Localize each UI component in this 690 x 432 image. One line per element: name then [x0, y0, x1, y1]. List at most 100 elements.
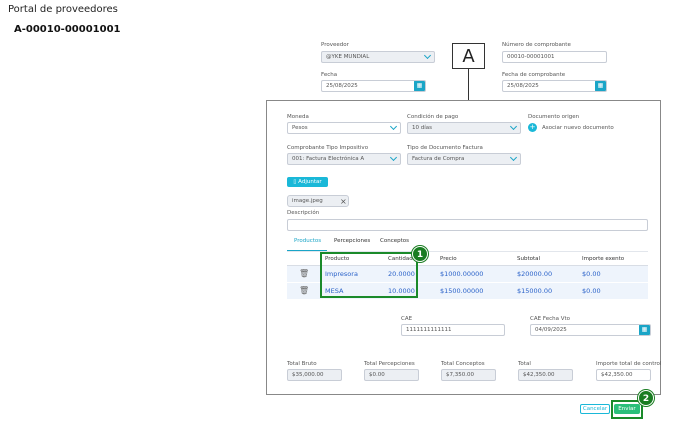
- row-importe-exento: $0.00: [582, 287, 601, 295]
- table-row: [287, 266, 648, 282]
- cae-value: 1111111111111: [406, 327, 452, 333]
- remove-attachment-icon[interactable]: ×: [340, 197, 347, 206]
- trash-icon[interactable]: 🗑: [299, 269, 310, 278]
- tab-productos[interactable]: Productos: [294, 238, 322, 244]
- tabs-divider: [287, 251, 648, 252]
- condicion-pago-select[interactable]: 10 días: [407, 122, 521, 134]
- cae-fecha-vto-label: CAE Fecha Vto: [530, 316, 570, 322]
- row-cantidad[interactable]: 10.0000: [388, 287, 415, 295]
- attach-file-icon: ▯: [293, 179, 297, 185]
- importe-control-label: Importe total de control: [596, 361, 662, 367]
- chevron-down-icon: [509, 123, 518, 131]
- total-conceptos-value: $7,350.00: [446, 372, 474, 378]
- total-conceptos-label: Total Conceptos: [441, 361, 485, 367]
- total-bruto-label: Total Bruto: [287, 361, 317, 367]
- proveedor-label: Proveedor: [321, 42, 349, 48]
- chevron-down-icon: [423, 52, 432, 60]
- calendar-icon[interactable]: ▦: [414, 81, 425, 91]
- step-badge-2: 2: [638, 390, 654, 406]
- header-divider: [287, 265, 648, 266]
- fecha-input[interactable]: 25/08/2025 ▦: [321, 80, 426, 92]
- tab-percepciones[interactable]: Percepciones: [334, 238, 371, 244]
- cae-input[interactable]: 1111111111111: [401, 324, 505, 336]
- numero-comprobante-value: 00010-00001001: [507, 54, 555, 60]
- total-percepciones-value: $0.00: [369, 372, 385, 378]
- column-header-producto: Producto: [325, 256, 350, 262]
- moneda-select[interactable]: Pesos: [287, 122, 401, 134]
- condicion-pago-value: 10 días: [412, 125, 433, 131]
- fecha-value: 25/08/2025: [326, 83, 358, 89]
- attachment-name: image.jpeg: [292, 198, 323, 204]
- portal-title: Portal de proveedores: [8, 4, 118, 15]
- comprobante-tipo-label: Comprobante Tipo Impositivo: [287, 145, 369, 151]
- fecha-comprobante-input[interactable]: 25/08/2025 ▦: [502, 80, 607, 92]
- adjuntar-button[interactable]: ▯ Adjuntar: [287, 177, 328, 187]
- callout-a: A: [452, 43, 485, 69]
- tipo-documento-select[interactable]: Factura de Compra: [407, 153, 521, 165]
- chevron-down-icon: [509, 154, 518, 162]
- row-producto: MESA: [325, 287, 344, 295]
- asociar-documento-link[interactable]: Asociar nuevo documento: [542, 125, 614, 131]
- total-percepciones-label: Total Percepciones: [364, 361, 415, 367]
- total-value: $42,350.00: [523, 372, 555, 378]
- importe-control-input[interactable]: $42,350.00: [596, 369, 651, 381]
- row-producto: Impresora: [325, 270, 358, 278]
- total-percepciones-field: $0.00: [364, 369, 419, 381]
- cae-fecha-vto-value: 04/09/2025: [535, 327, 567, 333]
- row-subtotal: $20000.00: [517, 270, 553, 278]
- chevron-down-icon: [389, 154, 398, 162]
- fecha-label: Fecha: [321, 72, 338, 78]
- total-bruto-field: $35,000.00: [287, 369, 342, 381]
- numero-comprobante-input[interactable]: 00010-00001001: [502, 51, 607, 63]
- column-header-subtotal: Subtotal: [517, 256, 541, 262]
- descripcion-label: Descripción: [287, 210, 320, 216]
- table-row: [287, 283, 648, 299]
- highlight-box-2: [611, 400, 643, 419]
- documento-origen-label: Documento origen: [528, 114, 580, 120]
- condicion-pago-label: Condición de pago: [407, 114, 459, 120]
- document-number-title: A-00010-00001001: [14, 24, 121, 35]
- proveedor-value: @YKE MUNDIAL: [326, 54, 370, 60]
- moneda-label: Moneda: [287, 114, 309, 120]
- comprobante-tipo-value: 001: Factura Electrónica A: [292, 156, 365, 162]
- row-importe-exento: $0.00: [582, 270, 601, 278]
- fecha-comprobante-label: Fecha de comprobante: [502, 72, 566, 78]
- tipo-documento-value: Factura de Compra: [412, 156, 465, 162]
- total-field: $42,350.00: [518, 369, 573, 381]
- attachment-chip: image.jpeg: [287, 195, 349, 207]
- row-precio: $1000.00000: [440, 270, 484, 278]
- enviar-button[interactable]: Enviar: [614, 404, 640, 414]
- invoice-detail-panel: [266, 100, 661, 395]
- total-bruto-value: $35,000.00: [292, 372, 324, 378]
- row-cantidad[interactable]: 20.0000: [388, 270, 415, 278]
- numero-comprobante-label: Número de comprobante: [502, 42, 571, 48]
- calendar-icon[interactable]: ▦: [639, 325, 650, 335]
- fecha-comprobante-value: 25/08/2025: [507, 83, 539, 89]
- cae-fecha-vto-input[interactable]: 04/09/2025 ▦: [530, 324, 651, 336]
- row-subtotal: $15000.00: [517, 287, 553, 295]
- cancelar-button[interactable]: Cancelar: [580, 404, 610, 414]
- highlight-box-1: [320, 252, 418, 298]
- tab-conceptos[interactable]: Conceptos: [380, 238, 409, 244]
- chevron-down-icon: [389, 123, 398, 131]
- tipo-documento-label: Tipo de Documento Factura: [407, 145, 483, 151]
- calendar-icon[interactable]: ▦: [595, 81, 606, 91]
- comprobante-tipo-select[interactable]: 001: Factura Electrónica A: [287, 153, 401, 165]
- total-conceptos-field: $7,350.00: [441, 369, 496, 381]
- importe-control-value: $42,350.00: [601, 372, 633, 378]
- column-header-precio: Precio: [440, 256, 457, 262]
- moneda-value: Pesos: [292, 125, 308, 131]
- trash-icon[interactable]: 🗑: [299, 286, 310, 295]
- add-circle-icon[interactable]: +: [528, 123, 537, 132]
- proveedor-select[interactable]: @YKE MUNDIAL: [321, 51, 435, 63]
- column-header-cantidad: Cantidad: [388, 256, 413, 262]
- descripcion-input[interactable]: [287, 219, 648, 231]
- row-precio: $1500.00000: [440, 287, 484, 295]
- callout-a-connector: [468, 69, 469, 101]
- step-badge-1: 1: [412, 246, 428, 262]
- column-header-importe-exento: Importe exento: [582, 256, 625, 262]
- cae-label: CAE: [401, 316, 413, 322]
- total-label: Total: [518, 361, 531, 367]
- adjuntar-label: Adjuntar: [298, 179, 322, 185]
- active-tab-indicator: [287, 250, 327, 251]
